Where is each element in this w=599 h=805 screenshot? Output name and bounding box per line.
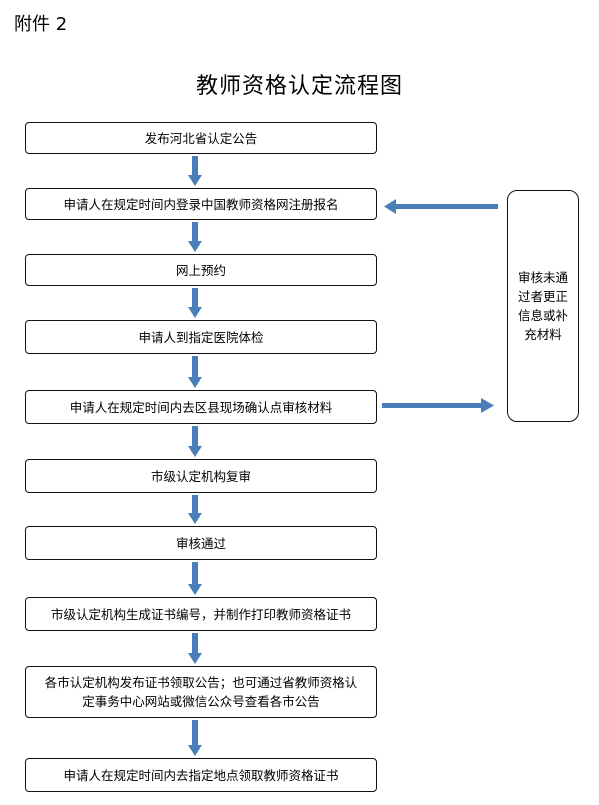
step-2-label: 申请人在规定时间内登录中国教师资格网注册报名 [63, 196, 339, 212]
step-5-label: 申请人在规定时间内去区县现场确认点审核材料 [69, 399, 333, 415]
arrow-down-3 [188, 288, 202, 318]
arrow-right-to-correction [382, 398, 494, 413]
arrow-down-6 [188, 495, 202, 524]
step-7-approved: 审核通过 [25, 526, 377, 560]
side-box-label: 审核未通过者更正信息或补充材料 [518, 270, 569, 342]
step-1-publish-announcement: 发布河北省认定公告 [25, 122, 377, 154]
step-10-label: 申请人在规定时间内去指定地点领取教师资格证书 [63, 767, 339, 783]
step-5-onsite-review: 申请人在规定时间内去区县现场确认点审核材料 [25, 390, 377, 424]
step-8-label: 市级认定机构生成证书编号，并制作打印教师资格证书 [50, 606, 351, 622]
side-box-correction: 审核未通过者更正信息或补充材料 [507, 190, 579, 422]
arrow-down-1 [188, 156, 202, 186]
step-9-label: 各市认定机构发布证书领取公告；也可通过省教师资格认定事务中心网站或微信公众号查看… [44, 675, 358, 709]
step-6-city-recheck: 市级认定机构复审 [25, 459, 377, 493]
arrow-down-4 [188, 356, 202, 388]
step-1-label: 发布河北省认定公告 [144, 130, 258, 146]
step-3-label: 网上预约 [175, 262, 226, 278]
step-4-medical-exam: 申请人到指定医院体检 [25, 320, 377, 354]
arrow-down-7 [188, 562, 202, 595]
arrow-down-8 [188, 633, 202, 664]
step-3-online-appointment: 网上预约 [25, 254, 377, 286]
attachment-label: 附件 2 [14, 14, 68, 35]
arrow-down-9 [188, 720, 202, 756]
step-10-collect-certificate: 申请人在规定时间内去指定地点领取教师资格证书 [25, 758, 377, 792]
step-8-certificate-printing: 市级认定机构生成证书编号，并制作打印教师资格证书 [25, 597, 377, 631]
arrow-down-2 [188, 222, 202, 252]
flowchart-title: 教师资格认定流程图 [195, 74, 403, 99]
arrow-left-to-registration [384, 199, 498, 214]
step-9-pickup-announcement: 各市认定机构发布证书领取公告；也可通过省教师资格认定事务中心网站或微信公众号查看… [25, 666, 377, 718]
step-4-label: 申请人到指定医院体检 [138, 329, 264, 345]
step-2-online-registration: 申请人在规定时间内登录中国教师资格网注册报名 [25, 188, 377, 220]
step-7-label: 审核通过 [175, 535, 226, 551]
step-6-label: 市级认定机构复审 [150, 468, 251, 484]
arrow-down-5 [188, 426, 202, 457]
